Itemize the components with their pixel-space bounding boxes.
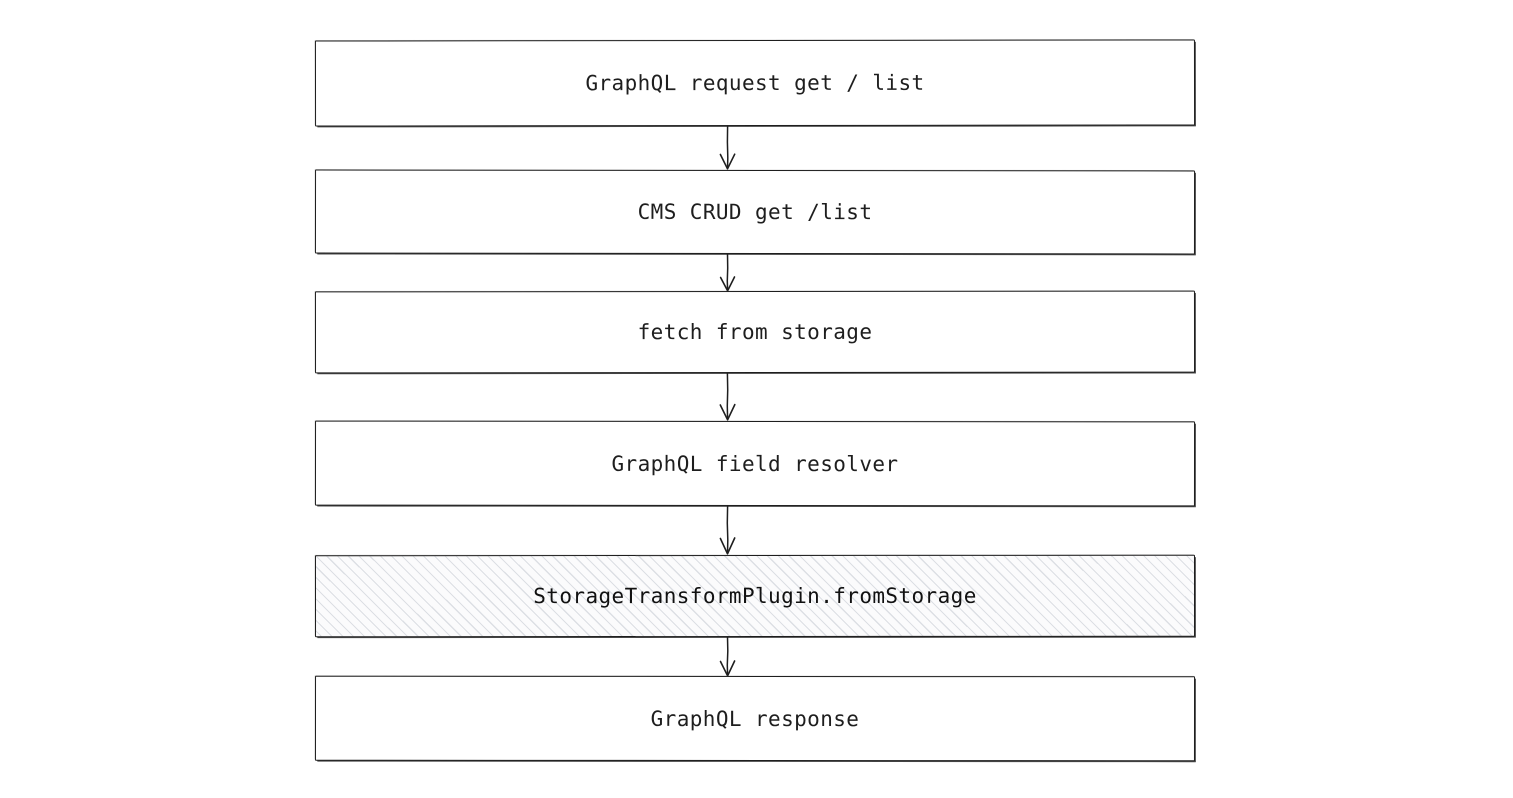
flow-node-graphql-response[interactable]: GraphQL response — [314, 675, 1196, 762]
flow-node-fetch-from-storage[interactable]: fetch from storage — [314, 290, 1196, 374]
flow-arrow-4 — [708, 505, 748, 555]
flow-node-label: GraphQL request get / list — [585, 70, 925, 96]
flow-node-storage-transform-plugin[interactable]: StorageTransformPlugin.fromStorage — [314, 554, 1196, 638]
flow-node-graphql-request[interactable]: GraphQL request get / list — [314, 39, 1196, 127]
flow-arrow-2 — [708, 253, 748, 292]
flow-node-label: fetch from storage — [637, 319, 873, 345]
flow-arrow-5 — [708, 636, 748, 677]
flow-node-graphql-field-resolver[interactable]: GraphQL field resolver — [314, 420, 1196, 507]
flow-node-label: GraphQL response — [650, 706, 860, 731]
flow-node-cms-crud[interactable]: CMS CRUD get /list — [314, 169, 1196, 255]
flow-node-label: StorageTransformPlugin.fromStorage — [533, 583, 977, 609]
flow-arrow-1 — [708, 125, 748, 170]
flow-node-label: GraphQL field resolver — [611, 451, 899, 476]
flow-node-label: CMS CRUD get /list — [637, 199, 873, 225]
flow-arrow-3 — [708, 372, 748, 421]
